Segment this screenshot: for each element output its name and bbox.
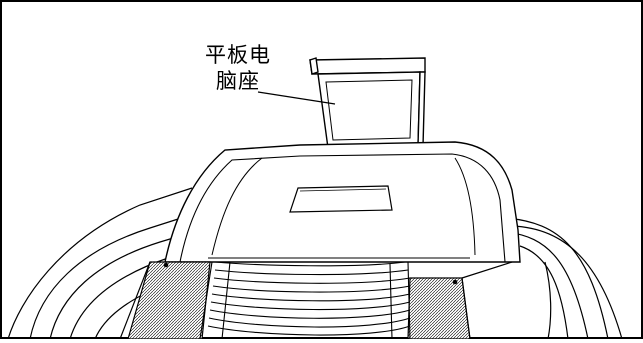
display-window [289, 185, 393, 213]
vent-grille [199, 261, 411, 340]
callout-label-line2: 脑座 [216, 69, 260, 93]
hatched-panels [127, 261, 471, 340]
callout-label-line1: 平板电 [205, 43, 271, 67]
tablet-holder-callout: 平板电 脑座 [192, 42, 284, 94]
tablet-holder [309, 57, 427, 155]
callout-leader [257, 91, 336, 105]
right-handrail [504, 217, 623, 340]
console-base [119, 261, 513, 340]
screw-markers [163, 262, 458, 285]
